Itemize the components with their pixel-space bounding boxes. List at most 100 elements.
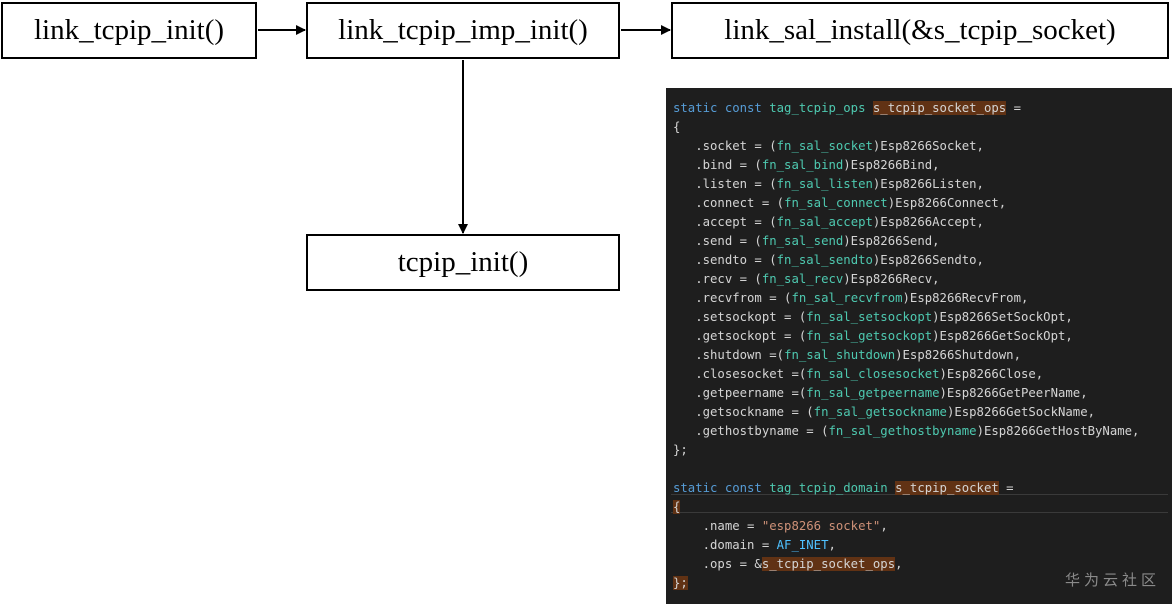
code-text: .bind = ( bbox=[673, 158, 762, 172]
code-text: )Esp8266SetSockOpt, bbox=[932, 310, 1073, 324]
type-cast: fn_sal_shutdown bbox=[784, 348, 896, 362]
type-cast: fn_sal_accept bbox=[776, 215, 873, 229]
code-text: .accept = ( bbox=[673, 215, 777, 229]
type-cast: fn_sal_recvfrom bbox=[791, 291, 903, 305]
code-text: )Esp8266Listen, bbox=[872, 177, 984, 191]
code-text: .getsockname = ( bbox=[673, 405, 814, 419]
code-punct: , bbox=[895, 557, 903, 571]
code-punct: , bbox=[880, 519, 888, 533]
code-text: .connect = ( bbox=[673, 196, 785, 210]
string-literal: "esp8266 socket" bbox=[761, 519, 881, 533]
code-text: )Esp8266Send, bbox=[843, 234, 940, 248]
box-label: tcpip_init() bbox=[397, 246, 529, 278]
type-cast: fn_sal_getpeername bbox=[806, 386, 940, 400]
code-text: )Esp8266Close, bbox=[939, 367, 1044, 381]
code-text: .socket = ( bbox=[673, 139, 777, 153]
code-text: .recvfrom = ( bbox=[673, 291, 792, 305]
code-line-domain: .domain = AF_INET, bbox=[673, 536, 836, 555]
code-line-open-brace: { bbox=[673, 120, 681, 134]
code-line-ops-decl: static const tag_tcpip_ops s_tcpip_socke… bbox=[673, 99, 1021, 118]
code-text: .name = bbox=[673, 519, 762, 533]
code-text: )Esp8266GetSockOpt, bbox=[932, 329, 1073, 343]
keyword: static const bbox=[673, 101, 762, 115]
type-cast: fn_sal_listen bbox=[776, 177, 873, 191]
code-panel: static const tag_tcpip_ops s_tcpip_socke… bbox=[666, 88, 1172, 604]
code-line-op: .socket = (fn_sal_socket)Esp8266Socket, bbox=[673, 137, 984, 156]
code-line-op: .getsockopt = (fn_sal_getsockopt)Esp8266… bbox=[673, 327, 1073, 346]
box-tcpip-init: tcpip_init() bbox=[306, 234, 620, 291]
code-text: .closesocket =( bbox=[673, 367, 807, 381]
code-text: .shutdown =( bbox=[673, 348, 785, 362]
code-text: .getpeername =( bbox=[673, 386, 807, 400]
code-line-domain-open: { bbox=[673, 498, 681, 517]
code-line-op: .connect = (fn_sal_connect)Esp8266Connec… bbox=[673, 194, 1006, 213]
type-name: tag_tcpip_ops bbox=[769, 101, 866, 115]
brace-highlight: }; bbox=[673, 576, 688, 590]
code-text: .domain = bbox=[673, 538, 777, 552]
type-cast: fn_sal_send bbox=[761, 234, 844, 248]
identifier-highlight: s_tcpip_socket_ops bbox=[872, 101, 1007, 115]
code-line-op: .recvfrom = (fn_sal_recvfrom)Esp8266Recv… bbox=[673, 289, 1028, 308]
keyword: static const bbox=[673, 481, 762, 495]
code-text: .getsockopt = ( bbox=[673, 329, 807, 343]
code-text: .listen = ( bbox=[673, 177, 777, 191]
code-text: )Esp8266Bind, bbox=[843, 158, 940, 172]
box-link-tcpip-imp-init: link_tcpip_imp_init() bbox=[306, 2, 620, 59]
type-cast: fn_sal_recv bbox=[761, 272, 844, 286]
code-text: )Esp8266GetPeerName, bbox=[939, 386, 1088, 400]
watermark: 华为云社区 bbox=[1064, 571, 1160, 589]
code-line-op: .sendto = (fn_sal_sendto)Esp8266Sendto, bbox=[673, 251, 984, 270]
type-cast: fn_sal_getsockname bbox=[813, 405, 947, 419]
code-line-name: .name = "esp8266 socket", bbox=[673, 517, 888, 536]
code-text: .ops = & bbox=[673, 557, 762, 571]
code-text: )Esp8266Socket, bbox=[872, 139, 984, 153]
identifier-highlight: s_tcpip_socket bbox=[895, 481, 999, 495]
code-line-op: .gethostbyname = (fn_sal_gethostbyname)E… bbox=[673, 422, 1139, 441]
type-cast: fn_sal_sendto bbox=[776, 253, 873, 267]
code-text: .recv = ( bbox=[673, 272, 762, 286]
type-name: tag_tcpip_domain bbox=[769, 481, 888, 495]
code-line-ops: .ops = &s_tcpip_socket_ops, bbox=[673, 555, 903, 574]
code-line-domain-decl: static const tag_tcpip_domain s_tcpip_so… bbox=[673, 479, 1014, 498]
brace-highlight: { bbox=[673, 500, 681, 514]
type-cast: fn_sal_closesocket bbox=[806, 367, 940, 381]
code-line-op: .recv = (fn_sal_recv)Esp8266Recv, bbox=[673, 270, 939, 289]
box-label: link_sal_install(&s_tcpip_socket) bbox=[724, 14, 1116, 46]
code-line-op: .accept = (fn_sal_accept)Esp8266Accept, bbox=[673, 213, 984, 232]
code-line-op: .send = (fn_sal_send)Esp8266Send, bbox=[673, 232, 940, 251]
type-cast: fn_sal_socket bbox=[776, 139, 873, 153]
code-text: )Esp8266GetHostByName, bbox=[976, 424, 1140, 438]
type-cast: fn_sal_setsockopt bbox=[806, 310, 933, 324]
code-line-domain-close: }; bbox=[673, 574, 688, 593]
code-punct: , bbox=[828, 538, 836, 552]
code-line-op: .shutdown =(fn_sal_shutdown)Esp8266Shutd… bbox=[673, 346, 1021, 365]
code-text: )Esp8266Accept, bbox=[872, 215, 984, 229]
code-text: .sendto = ( bbox=[673, 253, 777, 267]
code-text: .gethostbyname = ( bbox=[673, 424, 829, 438]
type-cast: fn_sal_gethostbyname bbox=[828, 424, 977, 438]
code-line-op: .getsockname = (fn_sal_getsockname)Esp82… bbox=[673, 403, 1095, 422]
type-cast: fn_sal_bind bbox=[761, 158, 844, 172]
box-link-tcpip-init: link_tcpip_init() bbox=[1, 2, 257, 59]
code-line-op: .getpeername =(fn_sal_getpeername)Esp826… bbox=[673, 384, 1088, 403]
code-line-op: .closesocket =(fn_sal_closesocket)Esp826… bbox=[673, 365, 1043, 384]
code-text: )Esp8266RecvFrom, bbox=[902, 291, 1029, 305]
code-text: )Esp8266Sendto, bbox=[872, 253, 984, 267]
type-cast: fn_sal_connect bbox=[784, 196, 888, 210]
box-label: link_tcpip_imp_init() bbox=[338, 14, 588, 46]
code-punct: = bbox=[1006, 101, 1021, 115]
code-line-op: .bind = (fn_sal_bind)Esp8266Bind, bbox=[673, 156, 940, 175]
code-line-op: .setsockopt = (fn_sal_setsockopt)Esp8266… bbox=[673, 308, 1073, 327]
code-text: .send = ( bbox=[673, 234, 762, 248]
type-cast: fn_sal_getsockopt bbox=[806, 329, 933, 343]
code-text: )Esp8266Connect, bbox=[887, 196, 1007, 210]
code-text: )Esp8266Shutdown, bbox=[895, 348, 1021, 362]
code-punct: = bbox=[998, 481, 1014, 495]
code-text: .setsockopt = ( bbox=[673, 310, 807, 324]
constant: AF_INET bbox=[776, 538, 829, 552]
code-text: )Esp8266GetSockName, bbox=[946, 405, 1096, 419]
code-line-op: .listen = (fn_sal_listen)Esp8266Listen, bbox=[673, 175, 984, 194]
box-label: link_tcpip_init() bbox=[33, 14, 225, 46]
code-line-close-brace: }; bbox=[673, 443, 688, 457]
